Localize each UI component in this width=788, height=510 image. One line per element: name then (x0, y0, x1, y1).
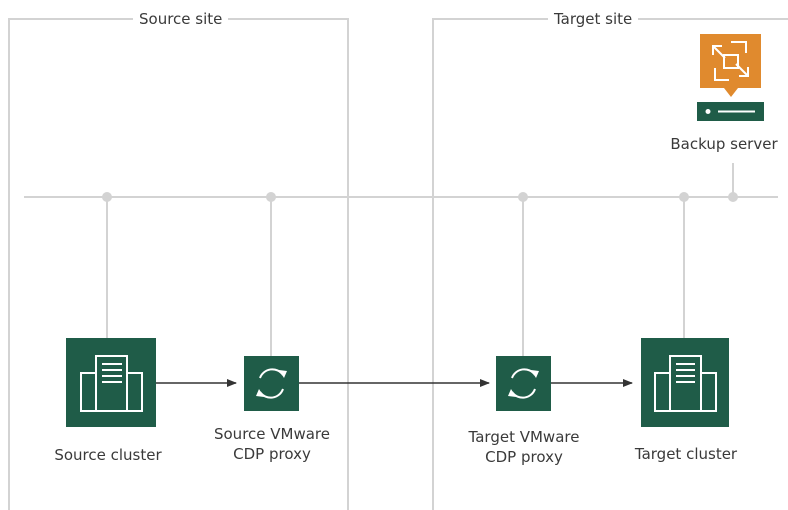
bus-connectors (106, 163, 734, 357)
target-site-boundary (432, 18, 788, 510)
source-cluster-label: Source cluster (38, 445, 178, 465)
target-cluster-label-text: Target cluster (634, 445, 738, 463)
junction-dot (679, 192, 689, 202)
source-proxy-label-line1: Source VMware (213, 425, 330, 443)
target-cluster-icon (641, 338, 729, 427)
junction-dot (518, 192, 528, 202)
source-cluster-label-text: Source cluster (54, 446, 162, 464)
source-proxy-label-line2: CDP proxy (233, 445, 311, 463)
source-proxy-sync-icon (244, 356, 299, 411)
bus-junction-dots (102, 192, 738, 202)
junction-dot (266, 192, 276, 202)
target-site-title: Target site (548, 9, 639, 29)
backup-server-label-text: Backup server (670, 135, 778, 153)
target-proxy-label-line1: Target VMware (468, 428, 580, 446)
backup-server-label: Backup server (659, 134, 788, 154)
source-site-title: Source site (133, 9, 229, 29)
junction-dot (102, 192, 112, 202)
junction-dot (728, 192, 738, 202)
backup-server-icon (697, 34, 764, 121)
source-cluster-icon (66, 338, 156, 427)
target-proxy-label: Target VMware CDP proxy (452, 427, 596, 467)
target-proxy-sync-icon (496, 356, 551, 411)
target-proxy-label-line2: CDP proxy (485, 448, 563, 466)
source-proxy-label: Source VMware CDP proxy (200, 424, 344, 464)
target-cluster-label: Target cluster (614, 444, 758, 464)
